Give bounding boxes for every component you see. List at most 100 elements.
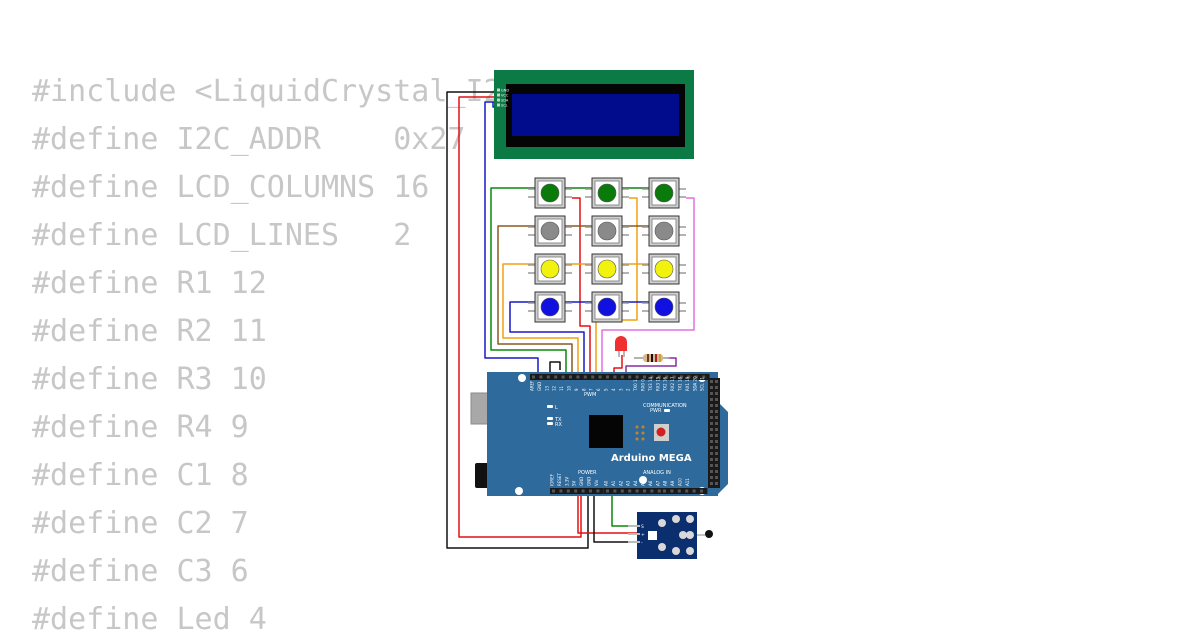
resistor-band (655, 354, 657, 362)
icsp-header (635, 425, 645, 441)
header-pin (710, 458, 713, 461)
pin-label: RX3 15 (655, 376, 660, 391)
keypad-button-blue[interactable] (585, 291, 629, 323)
header-pin (561, 375, 565, 379)
sensor-components (658, 515, 694, 555)
wire-resistor (625, 357, 677, 377)
header-pin (710, 398, 713, 401)
header-pin (710, 452, 713, 455)
header-pin (606, 489, 609, 493)
header-pin (613, 375, 617, 379)
wire-gnd-top (549, 361, 561, 377)
header-pin (710, 470, 713, 473)
header-pin (715, 482, 718, 485)
pin-label: A11 (685, 478, 690, 486)
code-line: #define C2 7 (32, 506, 249, 541)
header-pin (715, 452, 718, 455)
pin-label: GND (579, 477, 584, 486)
header-pin (672, 375, 676, 379)
header-pin (710, 464, 713, 467)
header-pin (715, 416, 718, 419)
wire-row2 (497, 225, 573, 377)
code-line: #define I2C_ADDR 0x27 (32, 122, 466, 157)
keypad-button-yellow[interactable] (642, 253, 686, 285)
keypad-button-green[interactable] (585, 177, 629, 209)
keypad-button-yellow[interactable] (528, 253, 572, 285)
header-pin (546, 375, 550, 379)
lcd-pin (497, 88, 500, 92)
keypad-button-blue[interactable] (528, 291, 572, 323)
keypad-button-green[interactable] (528, 177, 572, 209)
led-pwr (664, 409, 670, 412)
keypad-button-blue[interactable] (642, 291, 686, 323)
wire-col2 (595, 197, 638, 377)
keypad-button-gray[interactable] (642, 215, 686, 247)
temperature-sensor-module: S+- (628, 512, 713, 559)
header-pin (710, 386, 713, 389)
header-pin (715, 458, 718, 461)
pin-label: 13 (544, 385, 549, 391)
pin-label: Vin (594, 479, 599, 486)
header-pin (692, 489, 696, 493)
lcd-pin (497, 98, 500, 102)
lcd-pin-label: SDA (501, 99, 509, 103)
header-pin (665, 375, 669, 379)
lcd-pin-label: VCC (501, 94, 509, 98)
header-pin (715, 398, 718, 401)
header-pin (583, 375, 587, 379)
pin-label: 8 (581, 388, 586, 391)
pin-label: A3 (626, 480, 631, 486)
pin-label: A0 (604, 480, 609, 486)
pin-label: 11 (559, 385, 564, 391)
header-pin (569, 375, 572, 379)
wire-lcd-vcc (458, 96, 582, 538)
header-pin (650, 489, 654, 493)
header-pin (663, 489, 666, 493)
code-line: #define LCD_COLUMNS 16 (32, 170, 430, 205)
pin-label: SDA 20 (692, 376, 697, 391)
resistor-band (659, 354, 661, 362)
header-pin (715, 434, 718, 437)
pin-label: RX1 19 (685, 376, 690, 391)
pin-label: A6 (648, 480, 653, 486)
pin-label: 10 (567, 385, 572, 391)
pin-label: 7 (589, 388, 594, 391)
header-pin (702, 375, 706, 379)
header-pin (710, 440, 713, 443)
pin-label: 3.3V (564, 477, 569, 486)
header-pin (715, 446, 718, 449)
header-pin (650, 375, 654, 379)
resistor-band (647, 354, 649, 362)
keypad-button-gray[interactable] (528, 215, 572, 247)
reset-button-cap[interactable] (656, 427, 666, 437)
mcu-chip (589, 415, 623, 448)
keypad-button-yellow[interactable] (585, 253, 629, 285)
mount-hole (639, 476, 647, 484)
pin-label: A8 (663, 480, 668, 486)
header-pin (715, 470, 718, 473)
pin-label: TX3 14 (648, 376, 653, 392)
header-pin (700, 489, 703, 493)
header-pin (554, 375, 558, 379)
header-pin (566, 489, 570, 493)
keypad-button-green[interactable] (642, 177, 686, 209)
pin-label: 3 (618, 388, 623, 391)
led-tx (547, 417, 553, 420)
header-pin (687, 375, 691, 379)
header-pin (635, 375, 639, 379)
pin-label: AREF (530, 380, 535, 391)
header-pin (710, 392, 713, 395)
keypad-button-gray[interactable] (585, 215, 629, 247)
pin-label: IOREF (550, 473, 555, 486)
lcd-pin (497, 93, 500, 97)
sensor-pin-label: S (641, 524, 644, 530)
header-pin (710, 446, 713, 449)
header-pin (710, 428, 713, 431)
pin-label: 5V (572, 480, 577, 486)
pin-label: GND (537, 382, 542, 391)
header-pin (628, 489, 632, 493)
header-pin (715, 404, 718, 407)
wire-sensor-gnd (593, 494, 640, 543)
header-pin (715, 386, 718, 389)
